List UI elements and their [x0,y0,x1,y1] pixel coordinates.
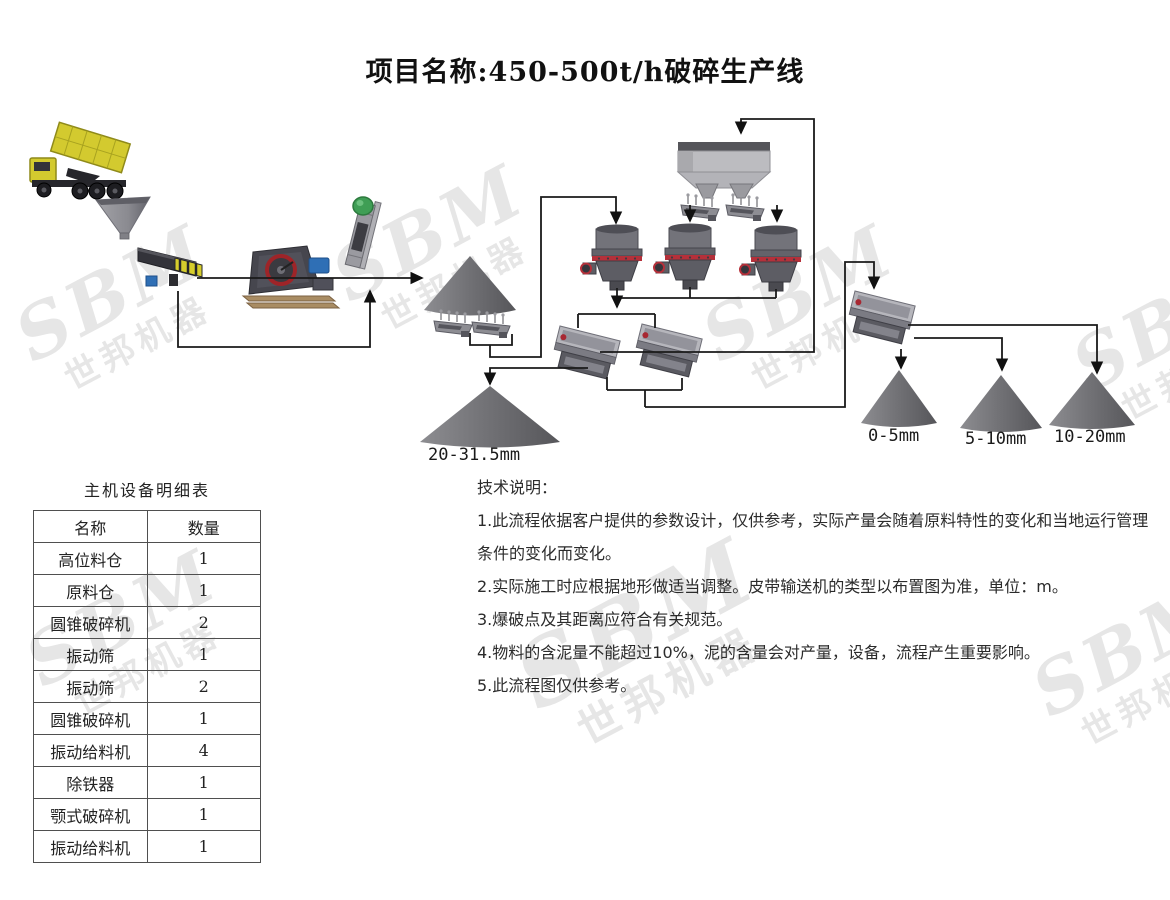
flow-screen3-to-pile1020 [908,324,1104,375]
silo-feeder [680,192,720,222]
flow-pile-feeder-bracket [469,333,513,346]
cell-name: 振动给料机 [33,734,148,767]
table-row: 高位料仓 1 [33,542,261,575]
cell-name: 振动给料机 [33,830,148,863]
equipment-table-section: 主机设备明细表 名称 数量 高位料仓 1 原料仓 1 圆锥破碎机 2 振动筛 1… [33,477,261,863]
high-level-silo [676,142,772,199]
flow-fines-bypass [177,289,377,348]
table-row: 振动给料机 1 [33,830,261,863]
cell-qty: 2 [146,670,261,703]
stockpile-5-10mm [960,375,1042,432]
label-5-10mm: 5-10mm [965,429,1027,449]
equipment-table-title: 主机设备明细表 [83,481,210,500]
cell-qty: 1 [146,574,261,607]
cell-name: 振动筛 [33,638,148,671]
table-header-row: 名称 数量 [33,510,261,543]
vibrating-screen [549,325,621,381]
flow-recycle-to-silo [600,118,815,353]
cell-qty: 1 [146,638,261,671]
cone-crusher [653,222,716,290]
cell-name: 圆锥破碎机 [33,606,148,639]
technical-notes: 技术说明： 1.此流程依据客户提供的参数设计，仅供参考，实际产量会随着原料特性的… [477,471,1162,702]
flow-lines [177,118,1104,408]
cell-name: 高位料仓 [33,542,148,575]
cell-qty: 1 [146,702,261,735]
flow-screen3-to-pile510 [914,337,1009,372]
table-row: 颚式破碎机 1 [33,798,261,831]
cell-qty: 2 [146,606,261,639]
note-item: 5.此流程图仅供参考。 [477,676,637,695]
cone-crusher [739,224,802,292]
equipment-table: 名称 数量 高位料仓 1 原料仓 1 圆锥破碎机 2 振动筛 1 振动筛 2 圆… [33,510,261,863]
cell-qty: 1 [146,798,261,831]
jaw-crusher [241,245,341,309]
vibrating-screen [631,323,703,379]
table-row: 除铁器 1 [33,766,261,799]
table-row: 圆锥破碎机 1 [33,702,261,735]
flow-pile-to-cone1 [489,196,623,358]
cell-qty: 1 [146,542,261,575]
flow-to-screen3 [645,261,881,408]
table-row: 原料仓 1 [33,574,261,607]
table-row: 振动筛 2 [33,670,261,703]
table-row: 圆锥破碎机 2 [33,606,261,639]
cell-name: 振动筛 [33,670,148,703]
cell-qty: 4 [146,734,261,767]
transfer-stockpile [424,256,516,316]
note-item: 4.物料的含泥量不能超过10%，泥的含量会对产量，设备，流程产生重要影响。 [477,643,1040,662]
flow-undersize-collector [606,377,683,407]
stockpile-20-31.5mm [420,386,560,448]
table-row: 振动给料机 4 [33,734,261,767]
stockpile-0-5mm [861,370,937,427]
flow-cone-collector [616,287,777,299]
label-10-20mm: 10-20mm [1054,427,1126,447]
table-row: 振动筛 1 [33,638,261,671]
cell-name: 原料仓 [33,574,148,607]
flow-screen-split [577,313,656,328]
note-item: 3.爆破点及其距离应符合有关规范。 [477,610,733,629]
notes-title: 技术说明： [477,478,558,497]
vibrating-screen [844,290,916,346]
raw-material-hopper [95,196,151,240]
vibrating-feeder [137,247,203,287]
note-item: 2.实际施工时应根据地形做适当调整。皮带输送机的类型以布置图为准，单位：m。 [477,577,1068,596]
dump-truck [29,121,132,200]
col-header-qty: 数量 [146,510,261,543]
note-item: 1.此流程依据客户提供的参数设计，仅供参考，实际产量会随着原料特性的变化和当地运… [477,511,1149,563]
magnetic-separator [344,196,382,270]
col-header-name: 名称 [33,510,148,543]
flow-screen1-to-pile20 [483,367,588,386]
cell-name: 除铁器 [33,766,148,799]
cell-name: 颚式破碎机 [33,798,148,831]
stockpile-10-20mm [1049,372,1135,429]
page-title: 项目名称:450-500t/h破碎生产线 [365,57,805,88]
cell-qty: 1 [146,766,261,799]
flow-diagram [29,118,1135,448]
cell-name: 圆锥破碎机 [33,702,148,735]
cone-crusher [580,223,643,291]
label-20-31.5mm: 20-31.5mm [428,445,521,465]
label-0-5mm: 0-5mm [868,426,920,446]
cell-qty: 1 [146,830,261,863]
